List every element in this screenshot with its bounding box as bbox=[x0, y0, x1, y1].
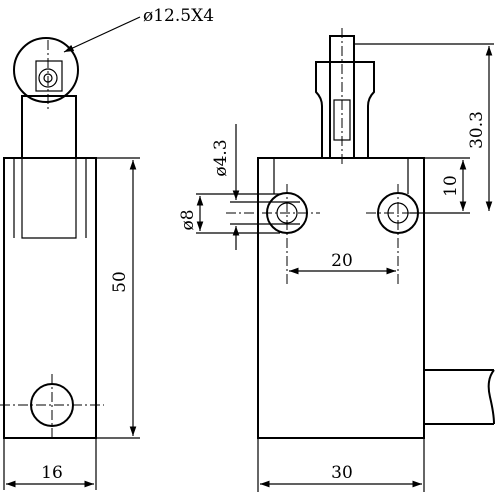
side-width-label: 16 bbox=[41, 463, 63, 483]
height-dim-label: 50 bbox=[110, 271, 130, 293]
side-body-step bbox=[21, 158, 77, 239]
side-body-outline bbox=[3, 157, 97, 439]
front-cable bbox=[424, 369, 495, 425]
hole-dia-label: ø4.3 bbox=[211, 139, 231, 176]
side-view: ø12.5X4 50 16 bbox=[0, 6, 214, 490]
roller-dim-label: ø12.5X4 bbox=[143, 6, 214, 26]
boss-dia-label: ø8 bbox=[178, 209, 198, 230]
side-plunger bbox=[21, 95, 77, 158]
front-view: ø4.3 ø8 20 30 10 30.3 bbox=[178, 28, 495, 492]
front-plunger-housing bbox=[315, 61, 375, 158]
roller-leader bbox=[63, 16, 141, 53]
side-roller-axle bbox=[35, 60, 63, 92]
front-body-shoulder bbox=[273, 158, 409, 194]
plunger-height-label: 30.3 bbox=[467, 111, 487, 149]
front-width-label: 30 bbox=[331, 463, 353, 483]
hole-spacing-label: 20 bbox=[331, 251, 353, 271]
front-body-outline bbox=[257, 157, 425, 439]
hole-offset-label: 10 bbox=[441, 175, 461, 197]
side-roller bbox=[13, 37, 79, 103]
